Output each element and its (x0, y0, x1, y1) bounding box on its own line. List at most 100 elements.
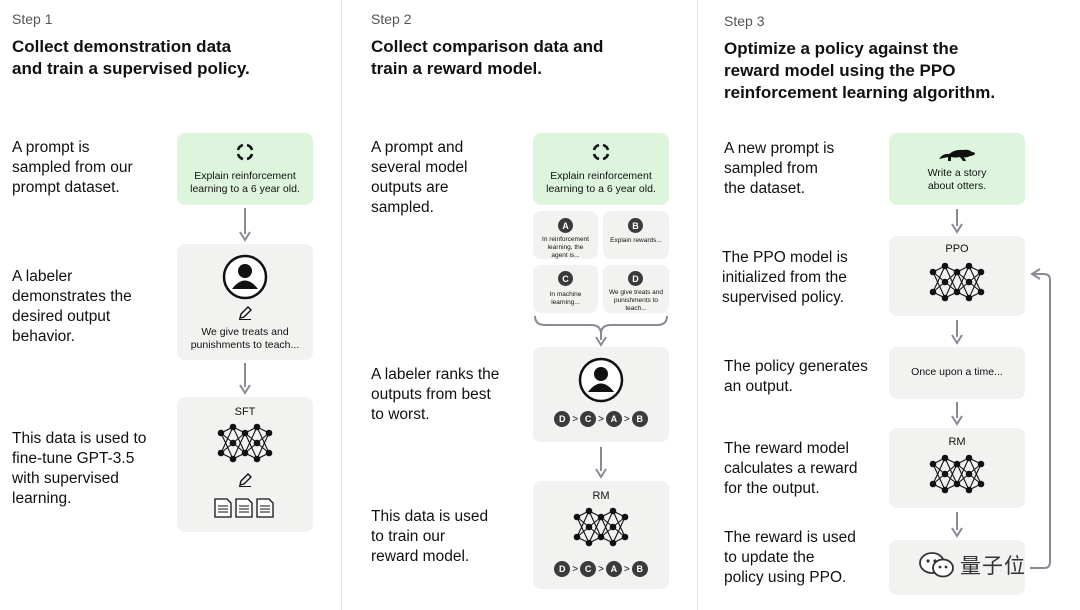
nn-edge (576, 510, 590, 538)
text-line: outputs from best (371, 386, 491, 403)
text-line: to train our (371, 528, 446, 545)
text-line: The PPO model is (722, 249, 848, 266)
text-line: The reward model (724, 440, 849, 457)
step3-title-line3: reinforcement learning algorithm. (724, 83, 996, 102)
text-line: several model (371, 159, 468, 176)
text-line: sampled from our (12, 159, 133, 176)
text-line: punishments to teach... (190, 339, 300, 351)
rank-badge: B (631, 561, 648, 577)
nn-edge (600, 510, 614, 538)
step3-desc-generate: The policy generates an output. (724, 357, 868, 397)
option-letter-badge: A (558, 218, 573, 233)
step3-ppo-box: PPO (889, 236, 1025, 316)
text-line: desired output (12, 308, 111, 325)
text-line: supervised policy. (722, 289, 845, 306)
nn-node (253, 455, 261, 463)
text-line: behavior. (12, 328, 75, 345)
text-line: reward model. (371, 548, 470, 565)
step1-title-line2: and train a supervised policy. (12, 59, 250, 78)
nn-edge (932, 463, 946, 491)
nn-node (941, 278, 949, 286)
rank-badge: A (605, 411, 622, 427)
rank-separator: > (598, 563, 604, 575)
step3-desc-prompt: A new prompt is sampled from the dataset… (724, 139, 834, 199)
nn-node (585, 539, 593, 547)
text-line: Explain reinforcement (194, 170, 296, 182)
nn-node (941, 454, 949, 462)
nn-edge (956, 265, 970, 293)
step2-prompt-text: Explain reinforcement learning to a 6 ye… (533, 170, 669, 196)
nn-node (953, 460, 961, 468)
step3-label: Step 3 (724, 13, 765, 29)
nn-edge (244, 432, 258, 460)
nn-edge (256, 432, 270, 460)
ppo-model-label: PPO (945, 243, 969, 255)
option-text: In machine learning... (533, 291, 598, 307)
rank-badge: D (554, 411, 571, 427)
labeler-person-icon (578, 357, 624, 403)
pencil-icon (239, 473, 252, 487)
nn-node (217, 449, 225, 457)
nn-edge (968, 271, 982, 299)
step2-ranking-box: D > C > A > B (533, 347, 669, 442)
step2-desc-sample: A prompt and several model outputs are s… (371, 138, 468, 218)
step3-desc-reward: The reward model calculates a reward for… (724, 439, 858, 499)
nn-edge (944, 463, 958, 491)
nn-node (609, 507, 617, 515)
text-line: learning to a 6 year old. (546, 183, 656, 195)
nn-node (965, 454, 973, 462)
text-line: initialized from the (722, 269, 847, 286)
nn-edge (220, 426, 234, 454)
text-line: The reward is used (724, 529, 856, 546)
step1-label: Step 1 (12, 11, 53, 27)
nn-node (265, 429, 273, 437)
down-arrow-icon (239, 208, 251, 242)
down-arrow-icon (951, 209, 963, 234)
ranking-row: D > C > A > B (549, 561, 653, 577)
watermark-text: 量子位 (960, 554, 1026, 578)
nn-node (953, 268, 961, 276)
nn-node (929, 288, 937, 296)
nn-node (977, 460, 985, 468)
step3-rm-box: RM (889, 428, 1025, 508)
nn-edge (968, 457, 982, 485)
nn-node (941, 470, 949, 478)
text-line: outputs are (371, 179, 449, 196)
text-line: the dataset. (724, 180, 806, 197)
step1-prompt-box: Explain reinforcement learning to a 6 ye… (177, 133, 313, 205)
step3-title-line2: reward model using the PPO (724, 61, 956, 80)
step2-title-line1: Collect comparison data and (371, 37, 604, 56)
step2-label: Step 2 (371, 11, 412, 27)
nn-node (929, 480, 937, 488)
text-line: learning to a 6 year old. (190, 183, 300, 195)
nn-edge (244, 426, 258, 454)
text-line: prompt dataset. (12, 179, 120, 196)
sample-cycle-icon (236, 143, 254, 161)
option-letter-badge: D (628, 271, 643, 286)
text-line: to worst. (371, 406, 430, 423)
nn-edge (932, 457, 946, 485)
text-line: The policy generates (724, 358, 868, 375)
nn-node (241, 429, 249, 437)
text-line: with supervised (12, 470, 119, 487)
output-option-d: D We give treats and punishments to teac… (603, 265, 669, 313)
down-arrow-icon (239, 363, 251, 395)
text-line: fine-tune GPT-3.5 (12, 450, 135, 467)
text-line: sampled. (371, 199, 434, 216)
rm-model-label: RM (948, 436, 966, 448)
pencil-icon (239, 306, 252, 320)
nn-edge (232, 432, 246, 460)
nn-node (229, 439, 237, 447)
rank-separator: > (572, 563, 579, 575)
nn-node (229, 455, 237, 463)
step1-labeler-box: We give treats and punishments to teach.… (177, 244, 313, 360)
text-line: A prompt and (371, 139, 464, 156)
sample-cycle-icon (592, 143, 610, 161)
step1-desc-prompt: A prompt is sampled from our prompt data… (12, 138, 133, 198)
chat-bubble-logo-icon (919, 552, 954, 578)
text-line: In reinforcement (542, 236, 589, 243)
rank-badge: C (580, 561, 597, 577)
rank-badge: C (580, 411, 597, 427)
rank-badge: B (631, 411, 648, 427)
nn-node (929, 460, 937, 468)
